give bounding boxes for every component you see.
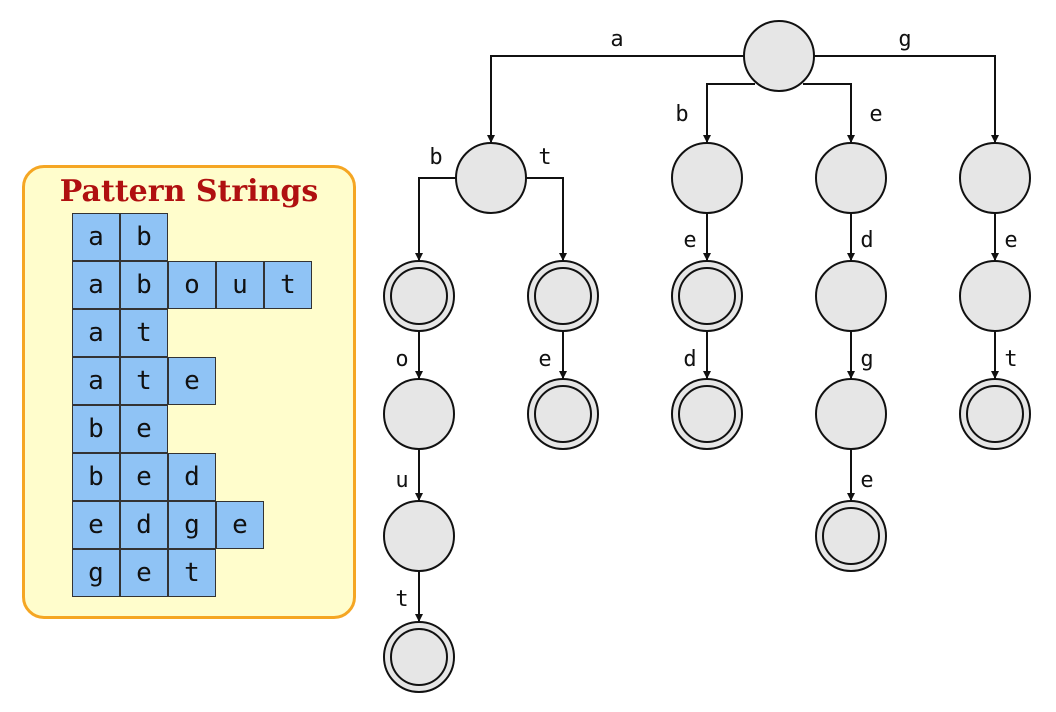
trie-edges [415,55,999,622]
pattern-char-cell: b [72,405,120,453]
edge-label: g [860,347,873,372]
terminal-node [527,260,599,332]
pattern-char-cell: a [72,261,120,309]
terminal-node [959,378,1031,450]
trie-edge-root-b [703,83,755,143]
terminal-node [671,260,743,332]
pattern-char-cell: t [120,309,168,357]
panel-title: Pattern Strings [59,174,319,209]
pattern-char-cell: a [72,309,120,357]
edge-label: o [395,347,408,372]
pattern-char-cell: o [168,261,216,309]
pattern-char-cell: u [216,261,264,309]
trie-edge-root-a [487,55,744,143]
edge-label: d [683,347,696,372]
edge-label: t [395,587,408,612]
edge-label: b [429,145,442,170]
trie-node [959,260,1031,332]
edge-label: t [1004,347,1017,372]
trie-edge-a-at [526,177,567,261]
pattern-char-cell: e [120,405,168,453]
pattern-char-cell: b [120,261,168,309]
trie-node [455,142,527,214]
terminal-node [383,621,455,693]
pattern-char-cell: e [120,453,168,501]
pattern-char-cell: g [72,549,120,597]
terminal-node [527,378,599,450]
trie-nodes [383,20,1031,693]
trie-edge-a-ab [415,177,456,261]
trie-node [815,260,887,332]
trie-node [383,378,455,450]
edge-label: b [675,102,688,127]
edge-label: e [860,468,873,493]
pattern-char-cell: a [72,213,120,261]
trie-node [815,378,887,450]
pattern-char-cell: e [72,501,120,549]
pattern-char-cell: b [120,213,168,261]
edge-label: e [538,347,551,372]
pattern-char-cell: t [168,549,216,597]
edge-label: d [860,228,873,253]
trie-edge-root-g [814,55,999,143]
edge-label: e [683,228,696,253]
edge-label: a [610,27,623,52]
pattern-char-cell: g [168,501,216,549]
edge-label: e [1004,228,1017,253]
pattern-char-cell: e [168,357,216,405]
trie-node [383,500,455,572]
terminal-node [815,500,887,572]
pattern-char-cell: a [72,357,120,405]
pattern-char-cell: t [264,261,312,309]
pattern-char-cell: d [168,453,216,501]
terminal-node [671,378,743,450]
trie-edge-root-e [803,83,855,143]
edge-label: u [395,468,408,493]
trie-node [743,20,815,92]
trie-node [671,142,743,214]
edge-label: g [898,27,911,52]
pattern-char-cell: e [120,549,168,597]
edge-label: t [538,145,551,170]
terminal-node [383,260,455,332]
pattern-char-cell: d [120,501,168,549]
trie-node [959,142,1031,214]
pattern-char-cell: b [72,453,120,501]
trie-node [815,142,887,214]
pattern-char-cell: t [120,357,168,405]
edge-label: e [869,102,882,127]
trie-edge-labels: a b e g b t o u t e e d d g e e t [395,27,1017,612]
pattern-char-cell: e [216,501,264,549]
